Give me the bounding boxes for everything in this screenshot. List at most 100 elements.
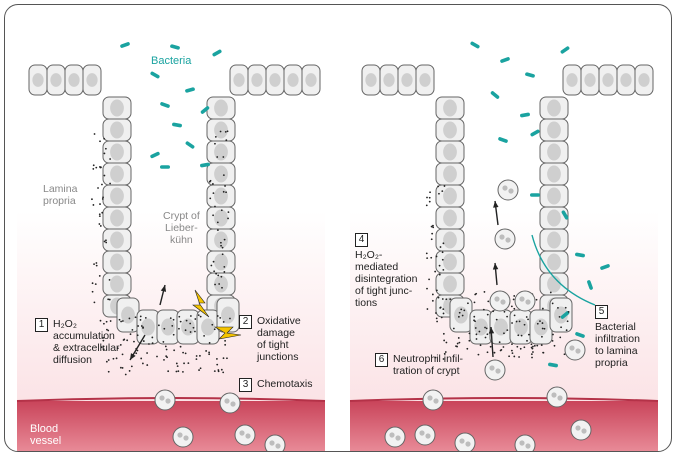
h2o2-dot bbox=[442, 251, 444, 253]
h2o2-dot bbox=[105, 148, 107, 150]
h2o2-dot bbox=[511, 343, 513, 345]
h2o2-dot bbox=[137, 334, 139, 336]
h2o2-dot bbox=[438, 193, 440, 195]
neutrophil-nucleus bbox=[465, 441, 470, 446]
h2o2-dot bbox=[514, 315, 516, 317]
neutrophil bbox=[547, 387, 567, 407]
neutrophil bbox=[265, 435, 285, 451]
h2o2-dot bbox=[99, 203, 101, 205]
nucleus bbox=[32, 73, 43, 87]
neutrophil-nucleus bbox=[569, 345, 574, 350]
h2o2-dot bbox=[542, 322, 544, 324]
blood-vessel-label: Blood vessel bbox=[30, 423, 61, 447]
nucleus bbox=[584, 73, 595, 87]
h2o2-dot bbox=[182, 371, 184, 373]
neutrophil-nucleus bbox=[575, 348, 580, 353]
nucleus bbox=[221, 307, 235, 324]
h2o2-dot bbox=[162, 341, 164, 343]
diagram-art bbox=[5, 5, 671, 451]
h2o2-dot bbox=[220, 276, 222, 278]
figure-frame: Bacteria Lamina propria Crypt of Lieber-… bbox=[4, 4, 672, 452]
h2o2-dot bbox=[432, 300, 434, 302]
h2o2-dot bbox=[474, 301, 476, 303]
nucleus bbox=[214, 188, 228, 205]
h2o2-dot bbox=[539, 320, 541, 322]
nucleus bbox=[214, 144, 228, 161]
lamina-propria-label: Lamina propria bbox=[43, 183, 77, 207]
h2o2-dot bbox=[130, 333, 132, 335]
neutrophil-nucleus bbox=[519, 296, 524, 301]
h2o2-dot bbox=[135, 352, 137, 354]
h2o2-dot bbox=[99, 215, 101, 217]
h2o2-dot bbox=[177, 370, 179, 372]
h2o2-dot bbox=[544, 328, 546, 330]
h2o2-dot bbox=[511, 350, 513, 352]
h2o2-dot bbox=[120, 367, 122, 369]
h2o2-dot bbox=[182, 352, 184, 354]
h2o2-dot bbox=[98, 223, 100, 225]
h2o2-dot bbox=[123, 339, 125, 341]
neutrophil bbox=[173, 427, 193, 447]
h2o2-dot bbox=[122, 320, 124, 322]
h2o2-dot bbox=[104, 175, 106, 177]
h2o2-dot bbox=[141, 325, 143, 327]
h2o2-dot bbox=[93, 164, 95, 166]
h2o2-dot bbox=[223, 271, 225, 273]
neutrophil-nucleus bbox=[525, 299, 530, 304]
h2o2-dot bbox=[219, 317, 221, 319]
h2o2-dot bbox=[440, 246, 442, 248]
h2o2-dot bbox=[109, 299, 111, 301]
h2o2-dot bbox=[165, 346, 167, 348]
h2o2-dot bbox=[428, 278, 430, 280]
h2o2-dot bbox=[523, 346, 525, 348]
h2o2-dot bbox=[196, 358, 198, 360]
h2o2-dot bbox=[95, 283, 97, 285]
h2o2-dot bbox=[519, 320, 521, 322]
h2o2-dot bbox=[176, 363, 178, 365]
h2o2-dot bbox=[129, 370, 131, 372]
nucleus bbox=[68, 73, 79, 87]
neutrophil bbox=[485, 360, 505, 380]
nucleus bbox=[110, 100, 124, 117]
h2o2-dot bbox=[449, 298, 451, 300]
h2o2-dot bbox=[126, 339, 128, 341]
h2o2-dot bbox=[217, 369, 219, 371]
neutrophil-nucleus bbox=[575, 425, 580, 430]
h2o2-dot bbox=[427, 308, 429, 310]
h2o2-dot bbox=[226, 357, 228, 359]
nucleus bbox=[287, 73, 298, 87]
h2o2-dot bbox=[103, 138, 105, 140]
h2o2-dot bbox=[554, 345, 556, 347]
h2o2-dot bbox=[462, 315, 464, 317]
h2o2-dot bbox=[171, 325, 173, 327]
nucleus bbox=[110, 254, 124, 271]
h2o2-dot bbox=[187, 362, 189, 364]
h2o2-dot bbox=[223, 357, 225, 359]
step-6-label: 6Neutrophil infil- tration of crypt bbox=[375, 353, 463, 377]
h2o2-dot bbox=[213, 192, 215, 194]
h2o2-dot bbox=[435, 312, 437, 314]
h2o2-dot bbox=[216, 364, 218, 366]
h2o2-dot bbox=[458, 342, 460, 344]
h2o2-dot bbox=[458, 316, 460, 318]
neutrophil bbox=[415, 425, 435, 445]
h2o2-dot bbox=[180, 321, 182, 323]
h2o2-dot bbox=[142, 363, 144, 365]
h2o2-dot bbox=[99, 275, 101, 277]
nucleus bbox=[419, 73, 430, 87]
h2o2-dot bbox=[100, 167, 102, 169]
h2o2-dot bbox=[516, 346, 518, 348]
nucleus bbox=[547, 122, 561, 139]
h2o2-dot bbox=[453, 328, 455, 330]
neutrophil-nucleus bbox=[499, 234, 504, 239]
step-3-label: 3Chemotaxis bbox=[239, 378, 312, 392]
h2o2-dot bbox=[508, 355, 510, 357]
h2o2-dot bbox=[496, 319, 498, 321]
h2o2-dot bbox=[552, 303, 554, 305]
h2o2-dot bbox=[180, 346, 182, 348]
bacterium bbox=[470, 41, 480, 49]
step-3-text: Chemotaxis bbox=[257, 378, 312, 390]
h2o2-dot bbox=[99, 213, 101, 215]
h2o2-dot bbox=[439, 274, 441, 276]
